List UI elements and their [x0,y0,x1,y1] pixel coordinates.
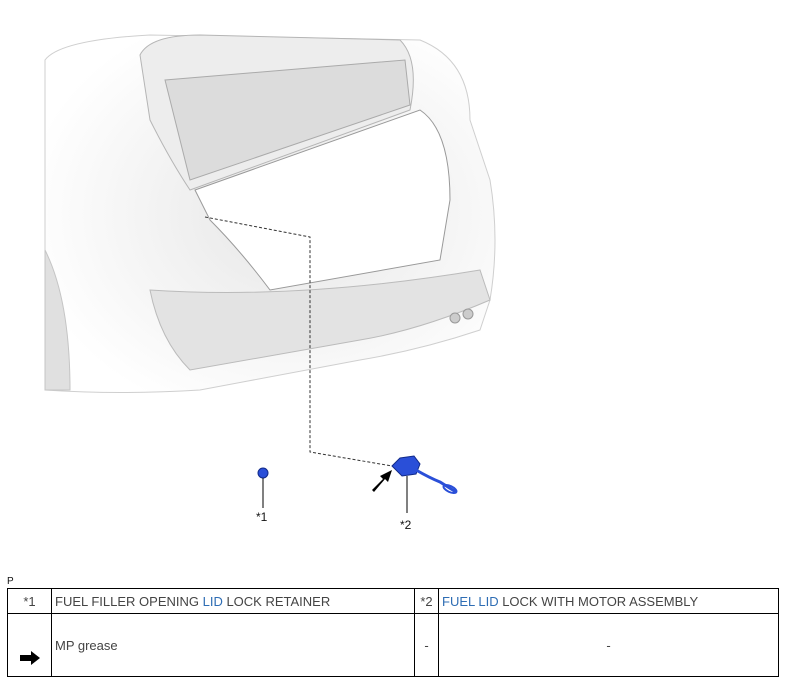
lid-link[interactable]: LID [202,593,223,609]
parts-illustration: *1 *2 [44,34,496,532]
desc-text: FUEL FILLER OPENING [55,593,203,609]
arrow-right-icon [19,651,40,665]
grease-arrow-icon [372,470,392,492]
legend-key-2: *2 [414,588,439,614]
legend-desc-grease: MP grease [51,613,415,677]
legend-desc-1: FUEL FILLER OPENING LID LOCK RETAINER [51,588,415,614]
legend-desc-2: FUEL LID LOCK WITH MOTOR ASSEMBLY [438,588,779,614]
desc-text: LOCK WITH MOTOR ASSEMBLY [498,593,699,609]
legend-row: *1 FUEL FILLER OPENING LID LOCK RETAINER… [7,588,779,614]
desc-text: LOCK RETAINER [222,593,331,609]
car-rear-drawing [44,34,496,513]
legend-desc-empty: - [438,613,779,677]
lock-motor-part-icon [391,455,458,513]
fuel-lid-link[interactable]: FUEL LID [442,593,499,609]
page-marker: P [7,576,14,587]
legend-row: MP grease - - [7,613,779,677]
legend-key-arrow [7,613,52,677]
legend-table: *1 FUEL FILLER OPENING LID LOCK RETAINER… [7,588,779,677]
legend-key-empty: - [414,613,439,677]
callout-2: *2 [400,518,412,532]
retainer-part-icon [257,467,269,508]
legend-key-1: *1 [7,588,52,614]
callout-1: *1 [256,510,268,524]
